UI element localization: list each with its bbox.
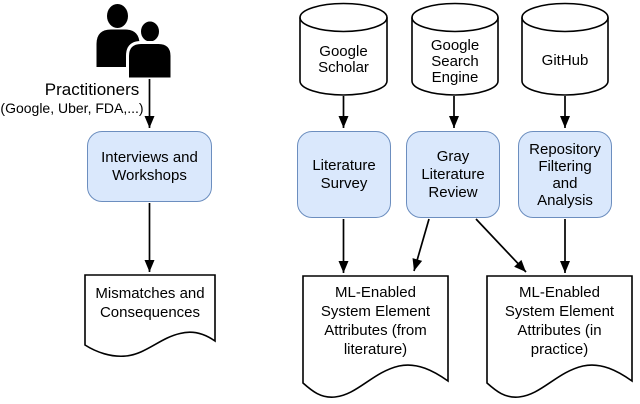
interviews-workshops-box: Interviews and Workshops bbox=[87, 131, 212, 202]
attributes-practice-label: ML-Enabled System Element Attributes (in… bbox=[504, 284, 615, 358]
google-scholar-cylinder bbox=[299, 2, 388, 96]
attributes-literature-document bbox=[302, 275, 449, 398]
gray-literature-review-box: Gray Literature Review bbox=[406, 131, 500, 218]
attributes-practice-document bbox=[486, 275, 633, 398]
literature-survey-box: Literature Survey bbox=[297, 131, 391, 218]
practitioners-icon bbox=[96, 4, 174, 81]
repository-filtering-box: Repository Filtering and Analysis bbox=[518, 131, 612, 218]
mismatches-document bbox=[84, 274, 216, 358]
github-cylinder bbox=[521, 2, 609, 96]
google-scholar-label: Google Scholar bbox=[318, 43, 369, 76]
attributes-literature-label: ML-Enabled System Element Attributes (fr… bbox=[320, 284, 431, 358]
google-search-cylinder bbox=[411, 2, 499, 96]
mismatches-label: Mismatches and Consequences bbox=[95, 285, 205, 321]
connectors bbox=[144, 79, 570, 273]
google-search-label: Google Search Engine bbox=[430, 37, 480, 86]
arrow-gray-to-literature-doc bbox=[412, 218, 430, 272]
practitioners-orgs-label: (Google, Uber, FDA,...) bbox=[0, 100, 144, 116]
arrow-gray-to-practice-doc bbox=[475, 218, 527, 273]
practitioners-label: Practitioners bbox=[44, 80, 140, 99]
github-label: GitHub bbox=[541, 52, 589, 69]
